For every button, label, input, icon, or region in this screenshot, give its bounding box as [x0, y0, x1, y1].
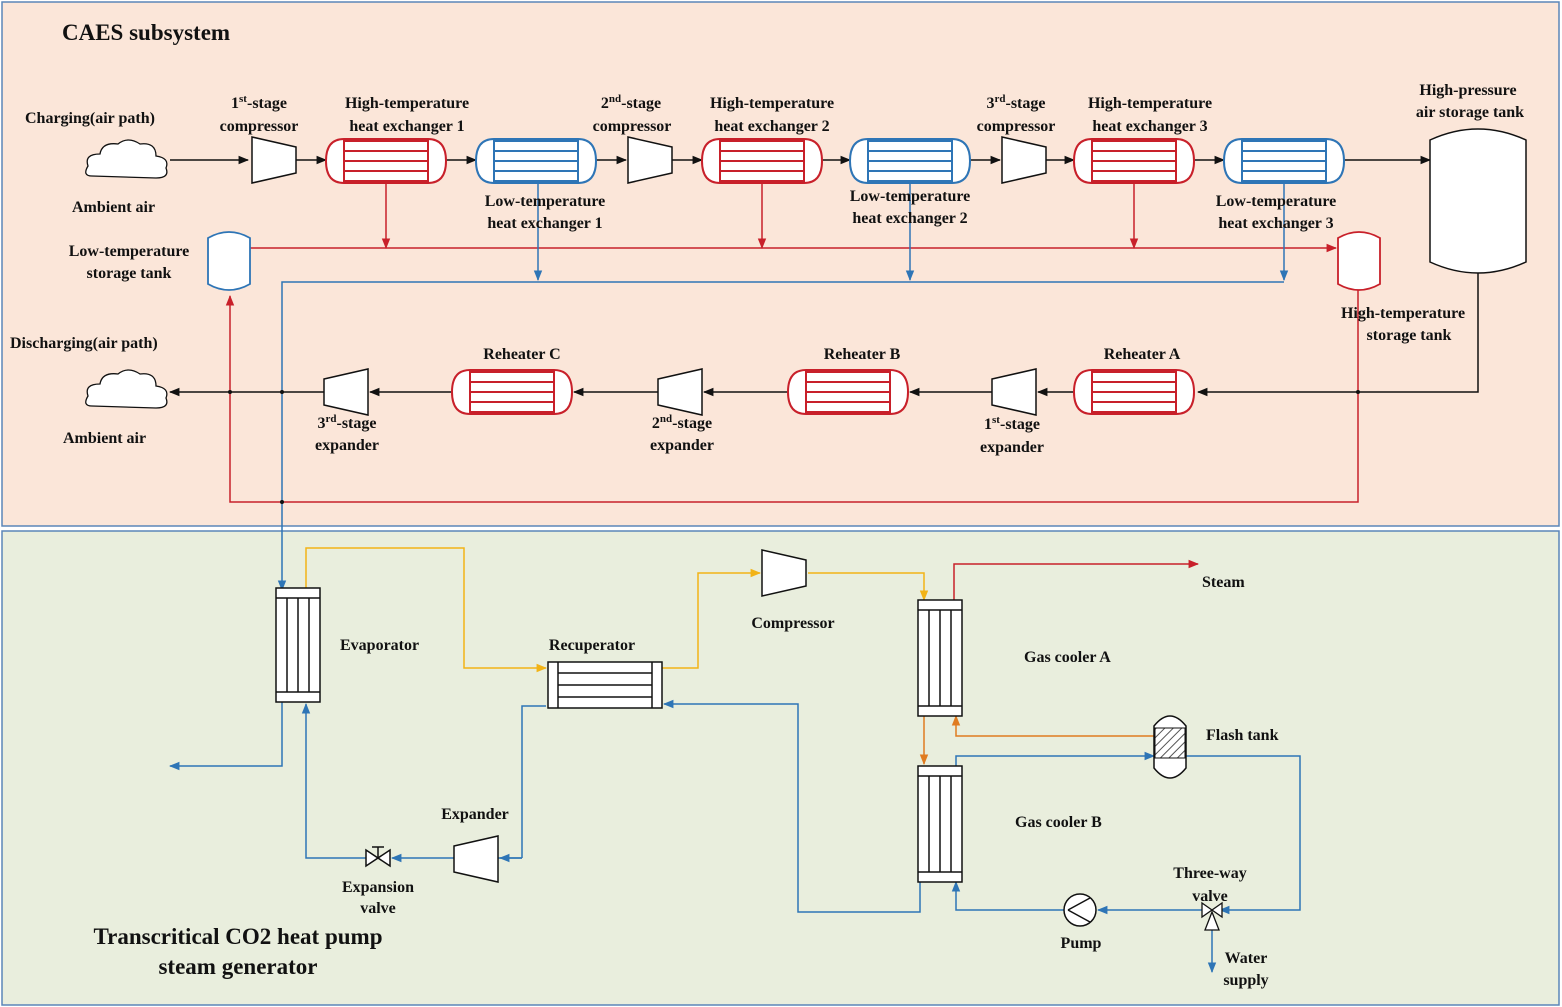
steam-label: Steam: [1202, 574, 1245, 591]
ambient-air-label-1: Ambient air: [72, 199, 155, 216]
charging-label: Charging(air path): [25, 110, 155, 127]
expander-stage1-label: 1st-stage: [984, 414, 1040, 433]
co2-subsystem-title: Transcritical CO2 heat pump: [94, 924, 383, 949]
compressor-stage2-label: 2nd-stage: [601, 93, 661, 112]
expansion-valve-label-2: valve: [360, 900, 396, 917]
gas-cooler-a: [917, 599, 963, 717]
recuperator: [547, 661, 663, 709]
evaporator: [275, 587, 321, 703]
three-way-valve-label: Three-way: [1173, 865, 1246, 882]
ht-exchanger-3-label: High-temperature: [1088, 95, 1212, 112]
ht-exchanger-3-label-2: heat exchanger 3: [1092, 118, 1207, 135]
ht-heat-exchanger-1: [325, 138, 447, 184]
three-way-valve-label-2: valve: [1192, 888, 1228, 905]
lt-storage-tank-label-2: storage tank: [87, 265, 172, 282]
lt-heat-exchanger-1: [475, 138, 597, 184]
expander-label: Expander: [441, 806, 509, 823]
hp-air-storage-tank: [1429, 128, 1527, 274]
expander-stage1-label-2: expander: [980, 439, 1044, 456]
ht-exchanger-1-label: High-temperature: [345, 95, 469, 112]
lt-exchanger-1-label: Low-temperature: [485, 193, 606, 210]
lt-exchanger-2-label-2: heat exchanger 2: [852, 210, 967, 227]
reheater-c: [451, 369, 573, 415]
lt-heat-exchanger-3: [1223, 138, 1345, 184]
gas-cooler-b: [917, 765, 963, 883]
lt-heat-exchanger-2: [849, 138, 971, 184]
ht-exchanger-2-label-2: heat exchanger 2: [714, 118, 829, 135]
reheater-b-label: Reheater B: [824, 346, 901, 363]
water-supply-label-2: supply: [1223, 972, 1268, 989]
expander-stage2-label-2: expander: [650, 437, 714, 454]
junction-dots: [228, 390, 1360, 504]
flash-tank: [1153, 715, 1187, 779]
lt-exchanger-1-label-2: heat exchanger 1: [487, 215, 602, 232]
evaporator-label: Evaporator: [340, 637, 419, 654]
recuperator-label: Recuperator: [549, 637, 635, 654]
compressor-stage3-label-2: compressor: [977, 118, 1056, 135]
ht-storage-tank: [1337, 231, 1381, 291]
expander-stage2-label: 2nd-stage: [652, 413, 712, 432]
ht-heat-exchanger-2: [701, 138, 823, 184]
ht-storage-tank-label-2: storage tank: [1367, 327, 1452, 344]
discharging-label: Discharging(air path): [10, 335, 158, 352]
ht-exchanger-1-label-2: heat exchanger 1: [349, 118, 464, 135]
compressor-stage1-label: 1st-stage: [231, 93, 287, 112]
hp-tank-label: High-pressure: [1419, 82, 1516, 99]
lt-exchanger-3-label-2: heat exchanger 3: [1218, 215, 1333, 232]
compressor-label: Compressor: [751, 615, 834, 632]
hot-oil-line: [225, 182, 1359, 503]
lt-storage-tank-label: Low-temperature: [69, 243, 190, 260]
expander-stage3-label: 3rd-stage: [318, 413, 377, 432]
expansion-valve-label: Expansion: [342, 879, 414, 896]
pump: [1063, 893, 1097, 927]
gas-cooler-a-label: Gas cooler A: [1024, 649, 1111, 666]
ambient-air-label-2: Ambient air: [63, 430, 146, 447]
expansion-valve: [365, 846, 391, 868]
water-supply-label: Water: [1225, 950, 1268, 967]
pump-label: Pump: [1061, 935, 1102, 952]
reheater-b: [787, 369, 909, 415]
lt-exchanger-3-label: Low-temperature: [1216, 193, 1337, 210]
caes-subsystem-title: CAES subsystem: [62, 20, 230, 45]
discharging-air-line: [168, 262, 1479, 397]
lt-exchanger-2-label: Low-temperature: [850, 188, 971, 205]
reheater-c-label: Reheater C: [483, 346, 560, 363]
three-way-valve: [1201, 901, 1223, 931]
flash-tank-label: Flash tank: [1206, 727, 1279, 744]
reheater-a-label: Reheater A: [1104, 346, 1181, 363]
reheater-a: [1073, 369, 1195, 415]
gas-cooler-b-label: Gas cooler B: [1015, 814, 1102, 831]
compressor-stage1-label-2: compressor: [220, 118, 299, 135]
steam-line: [953, 559, 1200, 600]
ht-storage-tank-label: High-temperature: [1341, 305, 1465, 322]
hp-tank-label-2: air storage tank: [1416, 104, 1524, 121]
compressor-stage3-label: 3rd-stage: [987, 93, 1046, 112]
expander-stage3-label-2: expander: [315, 437, 379, 454]
co2-orange-line: [919, 714, 1154, 766]
caes-panel: [1, 1, 1560, 527]
compressor-stage2-label-2: compressor: [593, 118, 672, 135]
cold-oil-line: [277, 182, 1289, 592]
ht-heat-exchanger-3: [1073, 138, 1195, 184]
co2-water-line: [168, 699, 1301, 974]
lt-storage-tank: [207, 231, 251, 291]
co2-hot-line: [305, 547, 929, 673]
ht-exchanger-2-label: High-temperature: [710, 95, 834, 112]
co2-subsystem-title-2: steam generator: [158, 954, 317, 979]
